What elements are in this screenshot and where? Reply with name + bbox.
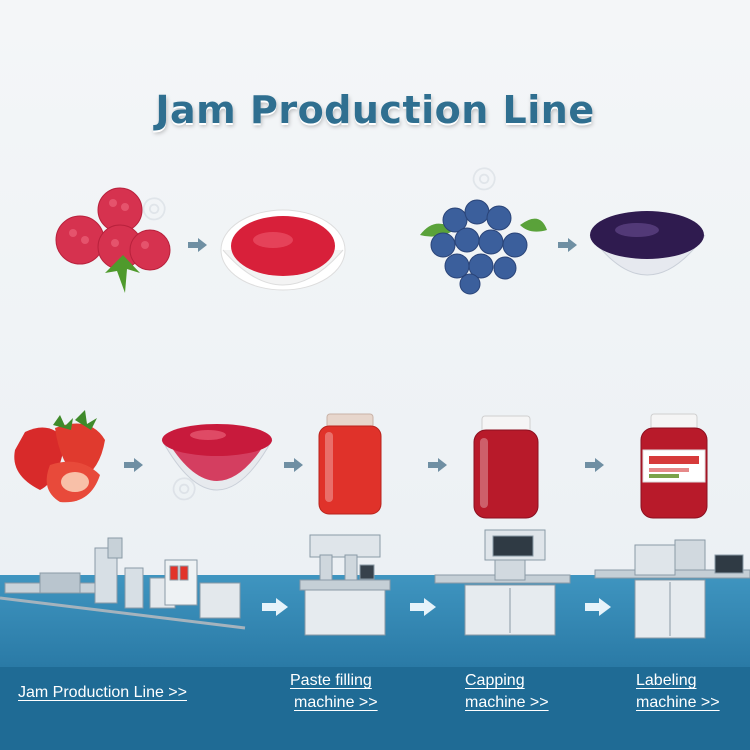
labeling-machine-link[interactable]: Labeling machine >> xyxy=(636,670,720,714)
strawberry-icon xyxy=(14,410,105,503)
blueberry-jam-bowl xyxy=(589,211,706,276)
jam-bowl xyxy=(220,209,346,291)
raspberry-icon xyxy=(55,187,171,293)
link-label: machine >> xyxy=(465,694,549,711)
capped-jar xyxy=(473,415,539,519)
link-label: machine >> xyxy=(294,694,378,711)
page-title: Jam Production Line xyxy=(155,88,595,132)
production-line-machine xyxy=(0,537,246,630)
paste-filling-machine xyxy=(299,534,391,636)
link-label: Labeling xyxy=(636,672,697,689)
jam-production-line-link[interactable]: Jam Production Line >> xyxy=(18,682,187,704)
capping-machine xyxy=(434,529,571,636)
labeling-machine xyxy=(594,539,750,639)
bottom-nav-bar xyxy=(0,667,750,750)
capping-machine-link[interactable]: Capping machine >> xyxy=(465,670,549,714)
paste-filling-machine-link[interactable]: Paste filling machine >> xyxy=(290,670,378,714)
labeled-jar xyxy=(640,413,708,519)
strawberry-jam-bowl xyxy=(161,424,273,491)
link-label: Capping xyxy=(465,672,525,689)
open-jar xyxy=(318,413,382,515)
blueberry-icon xyxy=(420,199,547,295)
link-label: Jam Production Line >> xyxy=(18,684,187,701)
link-label: machine >> xyxy=(636,694,720,711)
link-label: Paste filling xyxy=(290,672,372,689)
